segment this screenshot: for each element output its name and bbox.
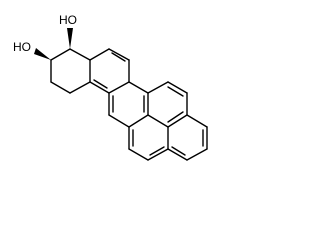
aromatic-ring-b bbox=[89, 48, 130, 94]
bond bbox=[89, 81, 110, 94]
bond bbox=[167, 148, 188, 161]
aromatic-ring-f bbox=[128, 126, 169, 161]
double-bond-inner bbox=[167, 111, 184, 123]
bond bbox=[167, 81, 188, 94]
molecule-structure: HO HO bbox=[13, 13, 208, 161]
bond bbox=[186, 114, 208, 128]
bond bbox=[108, 114, 130, 128]
aromatic-ring-d bbox=[147, 81, 188, 128]
tetrahydro-ring bbox=[50, 48, 91, 94]
bond bbox=[128, 81, 149, 94]
double-bond-inner bbox=[167, 86, 184, 97]
bond bbox=[50, 81, 71, 94]
bond bbox=[128, 114, 149, 128]
double-bond-inner bbox=[93, 79, 108, 89]
wedge-bond-top bbox=[67, 28, 73, 49]
bond bbox=[108, 81, 130, 94]
wedge-bond-left bbox=[34, 48, 51, 60]
bond bbox=[69, 48, 91, 61]
bond bbox=[108, 48, 130, 61]
bond bbox=[50, 48, 71, 61]
double-bond-inner bbox=[149, 146, 165, 156]
bond bbox=[69, 81, 91, 94]
bond bbox=[89, 48, 110, 61]
hydroxyl-label-top: HO bbox=[59, 13, 77, 27]
double-bond-inner bbox=[111, 52, 126, 62]
bond bbox=[128, 148, 149, 161]
hydroxyl-label-left: HO bbox=[13, 40, 31, 54]
bond bbox=[147, 81, 169, 94]
bond bbox=[167, 114, 188, 128]
double-bond-inner bbox=[171, 146, 186, 156]
bond bbox=[147, 114, 169, 128]
aromatic-ring-c bbox=[108, 81, 149, 128]
bond bbox=[186, 148, 208, 161]
aromatic-ring-e bbox=[167, 114, 208, 161]
bond bbox=[147, 148, 169, 161]
